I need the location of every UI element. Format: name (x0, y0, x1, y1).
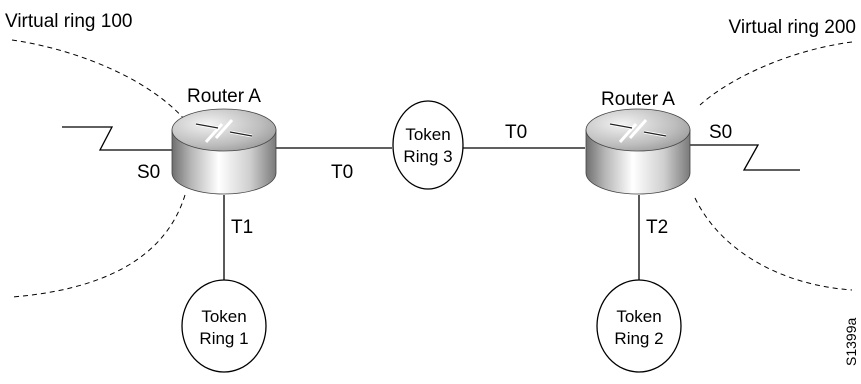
port-label-right-t2: T2 (646, 217, 668, 238)
token-ring-1 (181, 279, 267, 373)
port-label-left-t1: T1 (231, 217, 253, 238)
serial-link-left (62, 126, 172, 151)
port-label-right-t0: T0 (505, 122, 527, 143)
token-ring-2-label-line1: Token (616, 307, 661, 326)
port-label-left-s0: S0 (137, 162, 160, 183)
serial-link-right (690, 144, 800, 171)
router-left (171, 108, 277, 195)
port-label-left-t0: T0 (331, 162, 353, 183)
virtual-ring-100-boundary (11, 39, 186, 121)
virtual-ring-200-boundary (699, 41, 853, 106)
token-ring-3-label-line1: Token (405, 125, 450, 144)
virtual-ring-100-boundary-lower (11, 194, 186, 298)
token-ring-1-label-line1: Token (201, 307, 246, 326)
token-ring-2 (596, 279, 682, 373)
port-label-right-s0: S0 (709, 122, 732, 143)
token-ring-3-label-line2: Ring 3 (403, 147, 452, 166)
router-right-name: Router A (601, 89, 675, 110)
figure-id: S1399a (843, 318, 859, 366)
router-right (585, 108, 691, 195)
token-ring-2-label-line2: Ring 2 (614, 329, 663, 348)
virtual-ring-100-label: Virtual ring 100 (5, 11, 132, 32)
virtual-ring-200-boundary-lower (694, 197, 853, 291)
router-left-name: Router A (187, 86, 261, 107)
virtual-ring-200-label: Virtual ring 200 (729, 17, 856, 38)
token-ring-1-label-line2: Ring 1 (199, 329, 248, 348)
token-ring-3 (392, 100, 464, 190)
